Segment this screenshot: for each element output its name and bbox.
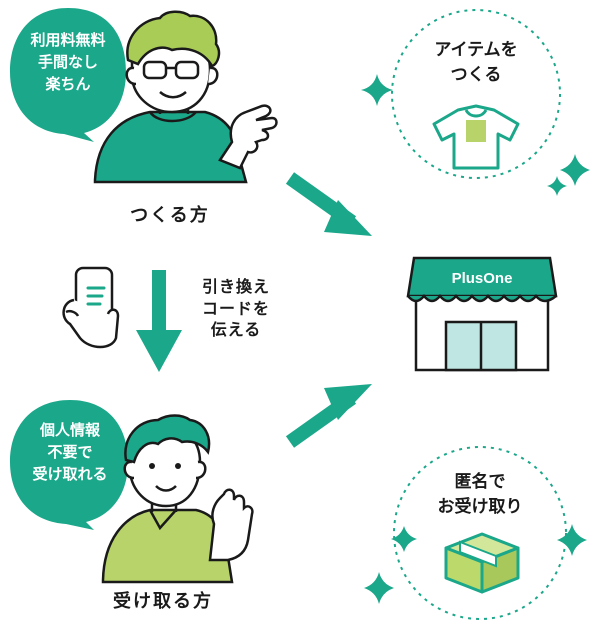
creator-label: つくる方 xyxy=(100,204,240,228)
anonymous-receive-label: 匿名で お受け取り xyxy=(420,470,540,519)
smartphone-in-hand-icon xyxy=(64,268,118,347)
exchange-step-label: 引き換え コードを 伝える xyxy=(186,276,286,341)
receiver-bubble-text: 個人情報 不要で 受け取れる xyxy=(18,420,122,485)
make-item-label: アイテムを つくる xyxy=(416,38,536,87)
arrow-creator-to-store xyxy=(290,178,372,236)
cardboard-box-icon xyxy=(446,534,518,592)
creator-person xyxy=(95,12,277,182)
receiver-person xyxy=(103,416,252,583)
arrow-down-exchange xyxy=(136,270,182,372)
arrow-receiver-to-store xyxy=(290,384,372,442)
store-sign: PlusOne xyxy=(452,270,513,287)
sparkle-icon xyxy=(557,524,587,556)
sparkle-icon xyxy=(547,176,567,196)
creator-bubble-text: 利用料無料 手間なし 楽ちん xyxy=(18,30,118,95)
sparkle-icon xyxy=(560,154,590,186)
receiver-label: 受け取る方 xyxy=(88,590,238,614)
sparkle-icon xyxy=(364,572,394,604)
t-shirt-icon xyxy=(434,106,518,168)
sparkle-icon xyxy=(361,74,393,106)
